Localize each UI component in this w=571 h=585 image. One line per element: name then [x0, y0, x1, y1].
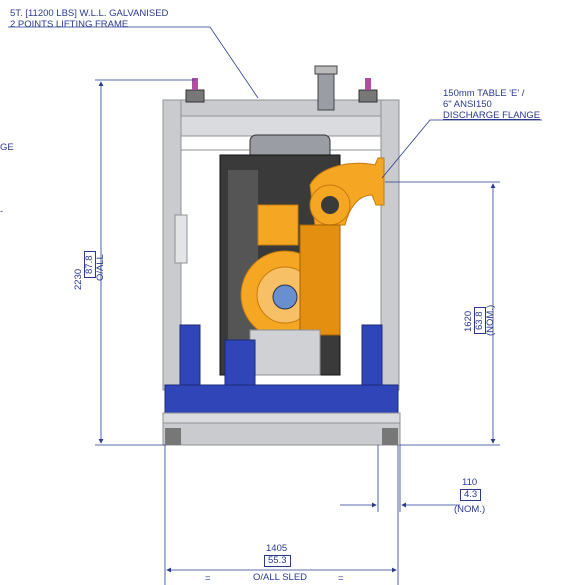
discharge-height-mm: 1620 — [463, 310, 474, 332]
discharge-callout-line-2: 6" ANSI150 — [443, 99, 492, 110]
cutoff-text-2: - — [0, 206, 4, 217]
equal-mark-right: = — [338, 573, 344, 584]
overall-height-note: O/ALL — [95, 254, 106, 281]
offset-mm: 110 — [462, 477, 478, 488]
lifting-frame-callout-line-1: 5T. [11200 LBS] W.L.L. GALVANISED — [10, 8, 169, 19]
dimension-lines — [8, 26, 542, 585]
discharge-callout-line-1: 150mm TABLE 'E' / — [443, 88, 525, 99]
skid-base — [162, 324, 401, 446]
discharge-callout: 150mm TABLE 'E' / 6" ANSI150 DISCHARGE F… — [443, 88, 540, 121]
lifting-frame — [162, 78, 400, 391]
offset-note: (NOM.) — [454, 504, 486, 515]
cutoff-text-1: GE — [0, 142, 14, 153]
offset-in: 4.3 — [460, 489, 482, 501]
sled-width-mm: 1405 — [266, 543, 288, 554]
sled-width-note: O/ALL SLED — [253, 572, 308, 583]
pump — [240, 157, 385, 376]
lifting-frame-callout: 5T. [11200 LBS] W.L.L. GALVANISED 2 POIN… — [10, 8, 168, 30]
lifting-frame-callout-line-2: 2 POINTS LIFTING FRAME — [10, 19, 129, 30]
overall-height-mm: 2230 — [73, 268, 84, 290]
sled-width-in: 55.3 — [264, 555, 291, 567]
discharge-height-note: (NOM.) — [485, 304, 496, 336]
equal-mark-left: = — [205, 573, 211, 584]
discharge-callout-line-3: DISCHARGE FLANGE — [443, 110, 541, 121]
